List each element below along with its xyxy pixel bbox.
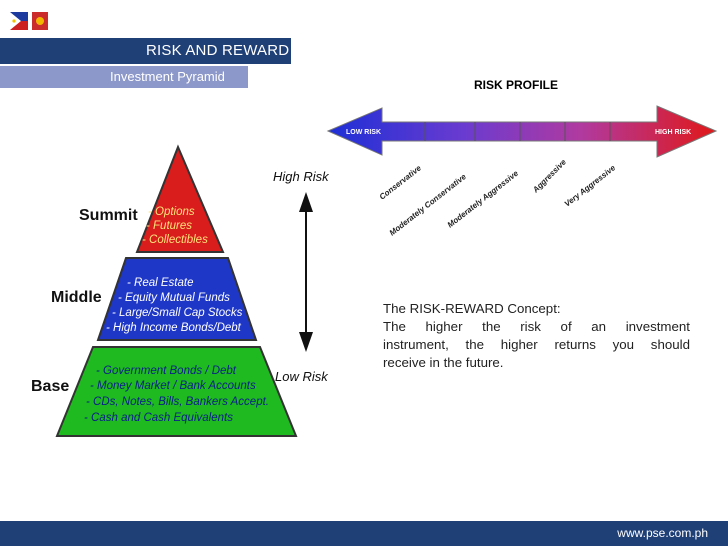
high-risk-arrow-label: HIGH RISK [655, 129, 691, 136]
base-item: - Government Bonds / Debt [96, 365, 237, 377]
middle-item: - High Income Bonds/Debt [106, 322, 242, 334]
pse-logo [10, 12, 48, 30]
summit-item: - Options [148, 206, 195, 218]
footer-url[interactable]: www.pse.com.ph [617, 526, 708, 540]
base-label: Base [31, 378, 69, 395]
slide-subtitle: Investment Pyramid [110, 69, 225, 84]
middle-item: - Real Estate [127, 277, 193, 289]
investment-pyramid: Summit - Options - Futures - Collectible… [31, 144, 330, 437]
risk-profile-arrow: LOW RISK HIGH RISK Conservative Moderate… [326, 105, 718, 238]
summit-label: Summit [79, 207, 138, 224]
down-arrowhead-icon [299, 332, 313, 352]
summit-item: - Collectibles [142, 234, 208, 246]
footer-bar: www.pse.com.ph [0, 521, 728, 546]
risk-reward-concept: The RISK-REWARD Concept: The higher the … [383, 300, 690, 372]
concept-text: receive in the future. [383, 355, 504, 370]
subtitle-bar: Investment Pyramid [0, 66, 248, 88]
base-item: - Money Market / Bank Accounts [90, 380, 256, 392]
slide-title: RISK AND REWARD [146, 42, 290, 59]
high-risk-label: High Risk [273, 169, 330, 184]
middle-item: - Equity Mutual Funds [118, 292, 230, 304]
low-risk-label: Low Risk [275, 369, 329, 384]
risk-level-label: Very Aggressive [563, 163, 618, 209]
risk-profile-title: RISK PROFILE [474, 78, 559, 92]
title-bar: RISK AND REWARD [0, 38, 291, 64]
base-item: - Cash and Cash Equivalents [84, 412, 233, 424]
middle-label: Middle [51, 289, 102, 306]
double-arrow-icon [326, 105, 718, 158]
concept-text: The higher the risk of an investment [383, 319, 690, 334]
summit-tier [135, 144, 225, 253]
concept-text: instrument, the higher returns you shoul… [383, 337, 690, 352]
concept-heading: The RISK-REWARD Concept: [383, 301, 561, 316]
risk-level-label: Aggressive [530, 157, 568, 195]
middle-item: - Large/Small Cap Stocks [112, 307, 243, 319]
up-arrowhead-icon [299, 192, 313, 212]
low-risk-arrow-label: LOW RISK [346, 129, 381, 136]
summit-item: - Futures [146, 220, 192, 232]
base-item: - CDs, Notes, Bills, Bankers Accept. [86, 396, 269, 408]
middle-tier [96, 257, 258, 341]
base-tier [55, 346, 298, 437]
risk-level-label: Conservative [378, 163, 424, 201]
